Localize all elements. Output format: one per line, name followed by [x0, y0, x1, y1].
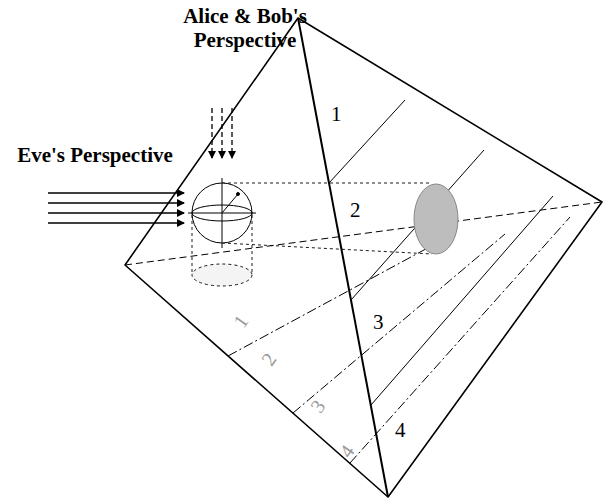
callout-number: 3 — [373, 310, 384, 335]
slice-number: 1 — [229, 311, 254, 332]
callout-number: 1 — [331, 102, 342, 127]
callout-number: 2 — [350, 198, 361, 223]
perspective-heading: Eve's Perspective — [10, 143, 180, 167]
callout-number: 4 — [395, 418, 406, 443]
perspective-heading: Alice & Bob's Perspective — [175, 4, 315, 52]
slice-number: 2 — [257, 349, 282, 370]
slice-number: 4 — [335, 441, 360, 462]
slice-number: 3 — [306, 396, 331, 417]
